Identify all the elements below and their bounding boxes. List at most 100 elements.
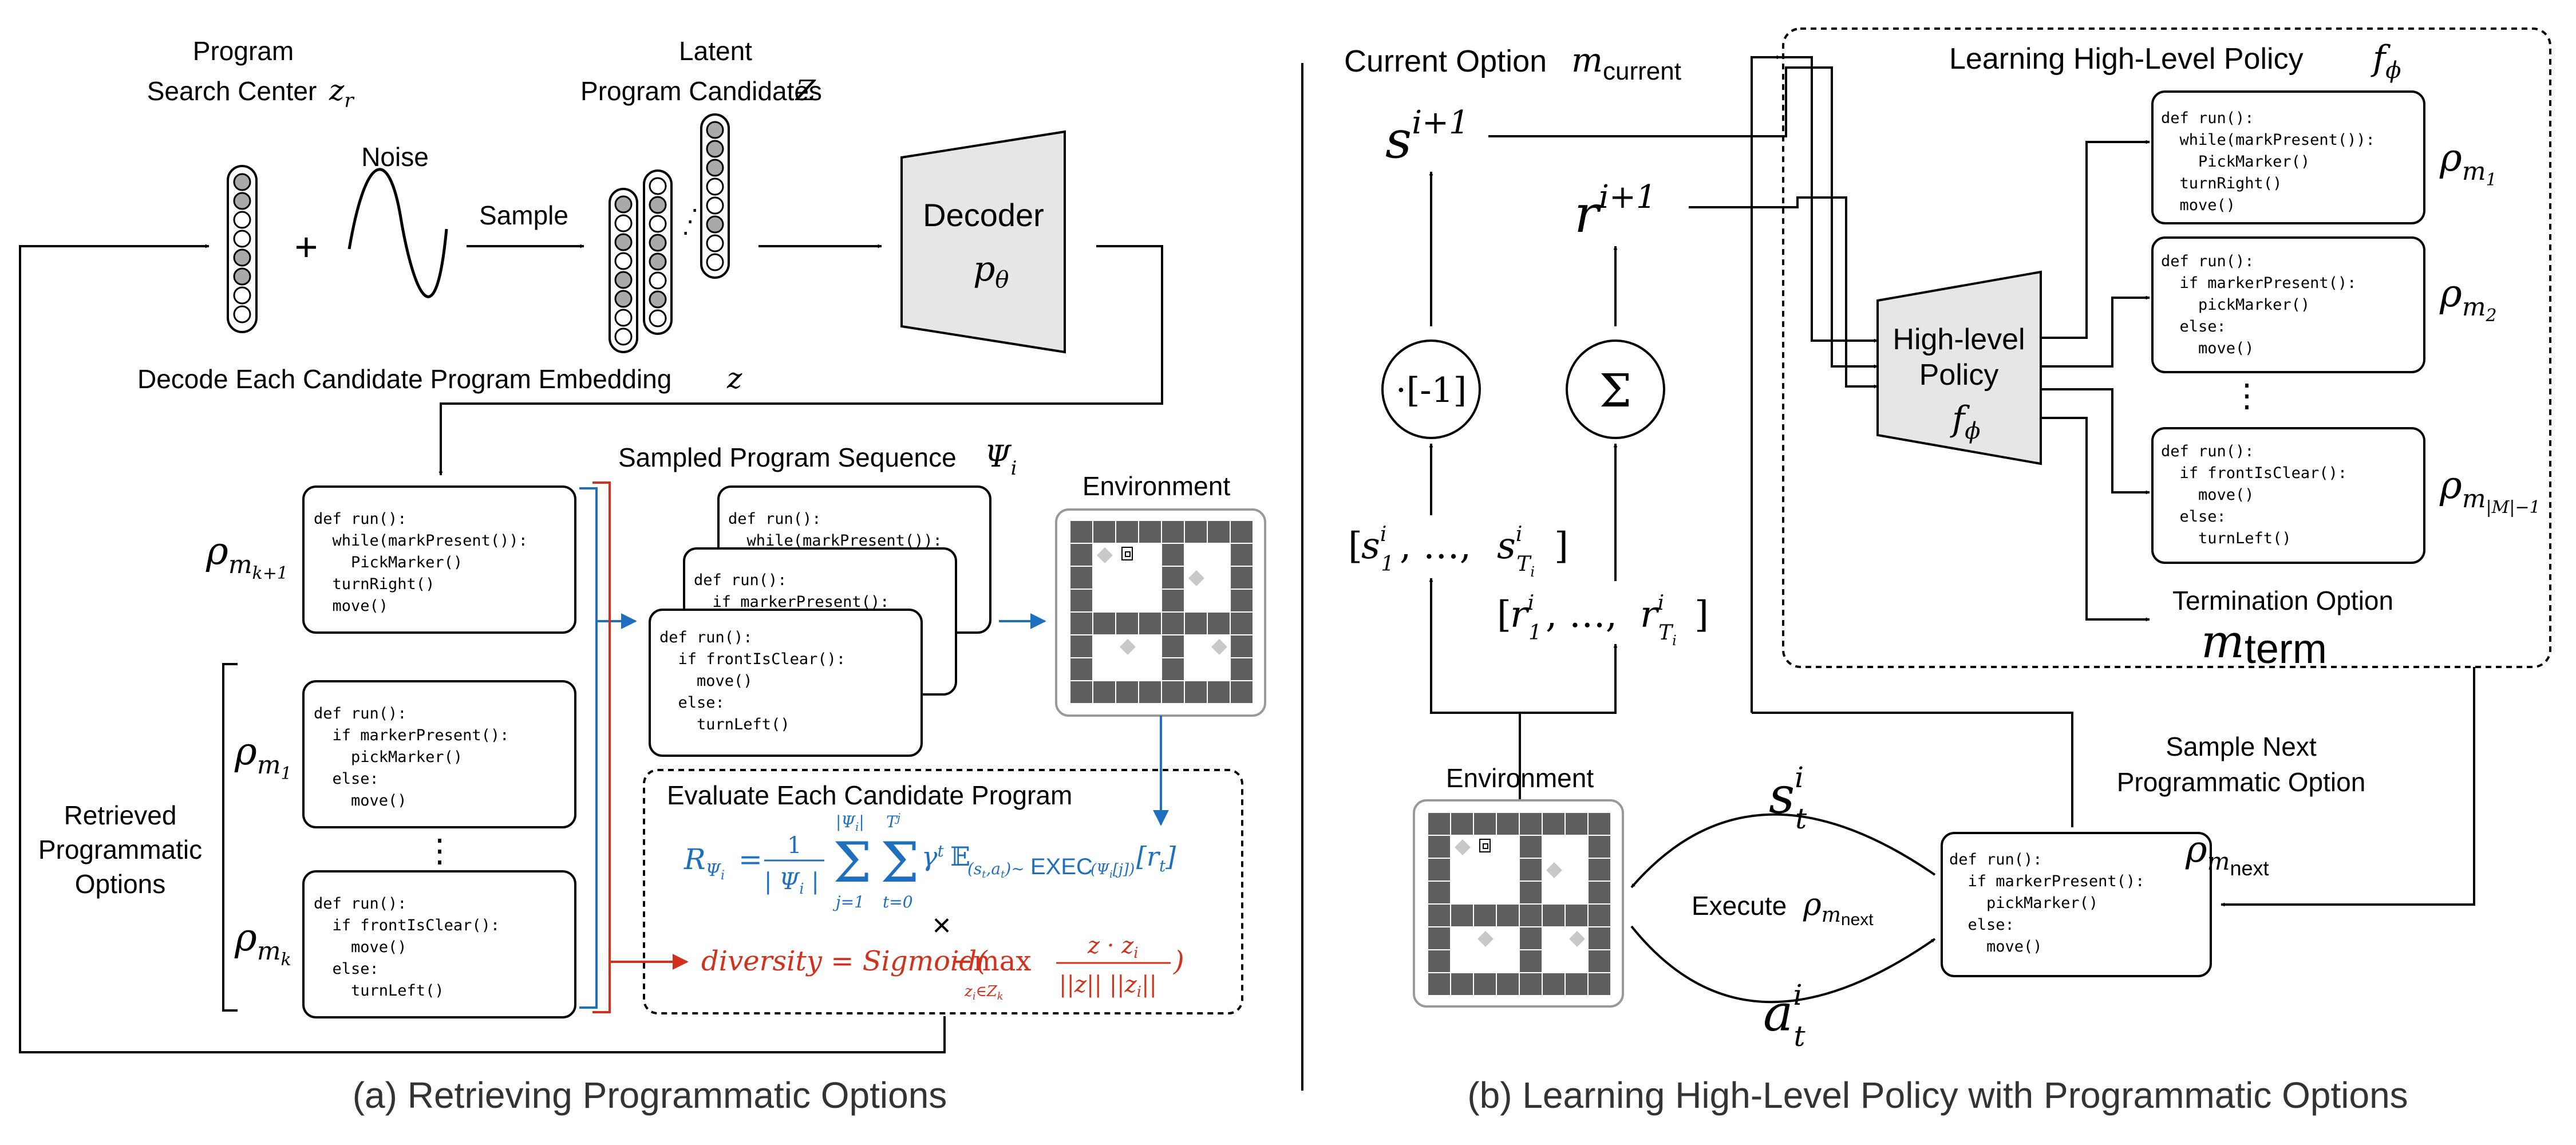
code-line: def run(): xyxy=(728,510,821,528)
svg-text:ri1: ri1 xyxy=(1510,591,1542,645)
svg-text:]: ] xyxy=(1694,594,1709,636)
option-code-m2: def run(): if markerPresent(): pickMarke… xyxy=(2161,252,2356,357)
grid-floor-cell xyxy=(1185,635,1207,657)
grid-floor-cell xyxy=(1093,635,1115,657)
code-line: turnRight() xyxy=(314,575,434,593)
grid-floor-cell xyxy=(1543,927,1564,949)
sum-operator-label: Σ xyxy=(1599,364,1632,417)
code-line: while(markPresent()): xyxy=(2161,131,2375,149)
marker-diamond-icon xyxy=(1097,547,1113,563)
grid-wall-cell xyxy=(1474,905,1496,926)
embedding-node xyxy=(233,192,251,210)
embedding-node xyxy=(649,290,667,309)
execute-label: Execute xyxy=(1692,891,1787,921)
option-code-mlast: def run(): if frontIsClear(): move() els… xyxy=(2161,443,2347,547)
code-line: else: xyxy=(314,960,379,978)
rho-m1-label: ρm1 xyxy=(2439,136,2497,190)
current-option-feedback xyxy=(1751,55,1781,713)
rho-1-label: ρm1 xyxy=(234,729,292,784)
grid-wall-cell xyxy=(1451,813,1473,835)
option-code-m1: def run(): while(markPresent()): PickMar… xyxy=(2161,109,2375,214)
code-line: move() xyxy=(1949,938,2042,956)
code-line: move() xyxy=(314,938,407,956)
grid-wall-cell xyxy=(1162,590,1184,611)
panel-a: Program Search Center zr + Noise Sample … xyxy=(19,36,1266,1116)
code-line: def run(): xyxy=(2161,443,2254,460)
grid-wall-cell xyxy=(1520,927,1542,949)
code-line: if frontIsClear(): xyxy=(659,650,846,668)
code-line: pickMarker() xyxy=(1949,894,2098,912)
marker-diamond-icon xyxy=(1569,931,1585,947)
grid-floor-cell xyxy=(1093,590,1115,611)
decode-label: Decode Each Candidate Program Embedding xyxy=(137,364,671,394)
grid-wall-cell xyxy=(1589,859,1610,881)
grid-wall-cell xyxy=(1543,813,1564,835)
hl-var: fϕ xyxy=(2370,38,2401,84)
retrieved-label-2: Programmatic xyxy=(38,835,202,864)
grid-floor-cell xyxy=(1139,635,1161,657)
code-line: pickMarker() xyxy=(314,748,463,766)
grid-wall-cell xyxy=(1162,613,1184,634)
grid-floor-cell xyxy=(1497,927,1519,949)
noise-wave-icon xyxy=(347,168,448,298)
embedding-node xyxy=(706,177,724,196)
grid-floor-cell xyxy=(1451,859,1473,881)
sample-next-arrow xyxy=(2221,667,2475,907)
next-program-box xyxy=(1941,832,2212,977)
code-line: else: xyxy=(659,694,725,712)
next-to-current-line xyxy=(1752,712,2073,827)
grid-wall-cell xyxy=(1185,521,1207,543)
svg-text:zi∈Zk: zi∈Zk xyxy=(964,983,1003,1002)
grid-wall-cell xyxy=(1231,544,1253,566)
code-line: if markerPresent(): xyxy=(2161,274,2356,292)
grid-wall-cell xyxy=(1428,927,1450,949)
grid-wall-cell xyxy=(1070,681,1092,703)
code-line: if frontIsClear(): xyxy=(2161,464,2347,482)
grid-wall-cell xyxy=(1474,973,1496,995)
grid-wall-cell xyxy=(1428,905,1450,926)
code-line: move() xyxy=(659,672,753,690)
embedding-node xyxy=(614,195,633,214)
embedding-node xyxy=(706,159,724,177)
rho-next-label: ρmnext xyxy=(2185,828,2269,880)
option-into-policy xyxy=(1780,56,1878,343)
svg-text:, …,: , …, xyxy=(1400,525,1471,567)
grid-floor-cell xyxy=(1497,950,1519,972)
blue-bracket xyxy=(579,487,598,1009)
sample-label: Sample xyxy=(479,200,568,230)
embedding-node xyxy=(706,215,724,234)
embedding-node xyxy=(649,215,667,233)
grid-wall-cell xyxy=(1231,681,1253,703)
search-center-var: zr xyxy=(329,74,354,112)
grid-wall-cell xyxy=(1162,658,1184,680)
code-line: def run(): xyxy=(1949,851,2042,868)
grid-floor-cell xyxy=(1208,658,1230,680)
termination-label: Termination Option xyxy=(2172,586,2393,615)
policy-to-pm2 xyxy=(2041,295,2150,368)
grid-floor-cell xyxy=(1497,836,1519,858)
grid-wall-cell xyxy=(1116,521,1138,543)
grid-wall-cell xyxy=(1428,882,1450,903)
rho-k1-label: ρmk+1 xyxy=(206,529,288,583)
red-bracket xyxy=(592,481,611,1013)
code-line: turnLeft() xyxy=(314,982,444,1000)
grid-wall-cell xyxy=(1208,521,1230,543)
marker-diamond-icon xyxy=(1546,862,1562,878)
execute-rho: ρmnext xyxy=(1803,886,1874,929)
stack-box-front xyxy=(649,609,923,757)
state-into-policy xyxy=(1488,66,1878,369)
grid-floor-cell xyxy=(1474,859,1496,881)
grid-wall-cell xyxy=(1566,905,1587,926)
code-line: def run(): xyxy=(2161,109,2254,127)
embedding-node xyxy=(706,121,724,139)
sample-next-label-2: Programmatic Option xyxy=(2117,767,2366,797)
env-to-sseq-arrow xyxy=(1429,578,1521,802)
latent-candidates: · · · xyxy=(609,113,730,353)
grid-wall-cell xyxy=(1208,681,1230,703)
svg-text:): ) xyxy=(1173,945,1184,977)
grid-wall-cell xyxy=(1070,567,1092,589)
grid-wall-cell xyxy=(1139,521,1161,543)
grid-wall-cell xyxy=(1589,950,1610,972)
embedding-node xyxy=(706,253,724,271)
